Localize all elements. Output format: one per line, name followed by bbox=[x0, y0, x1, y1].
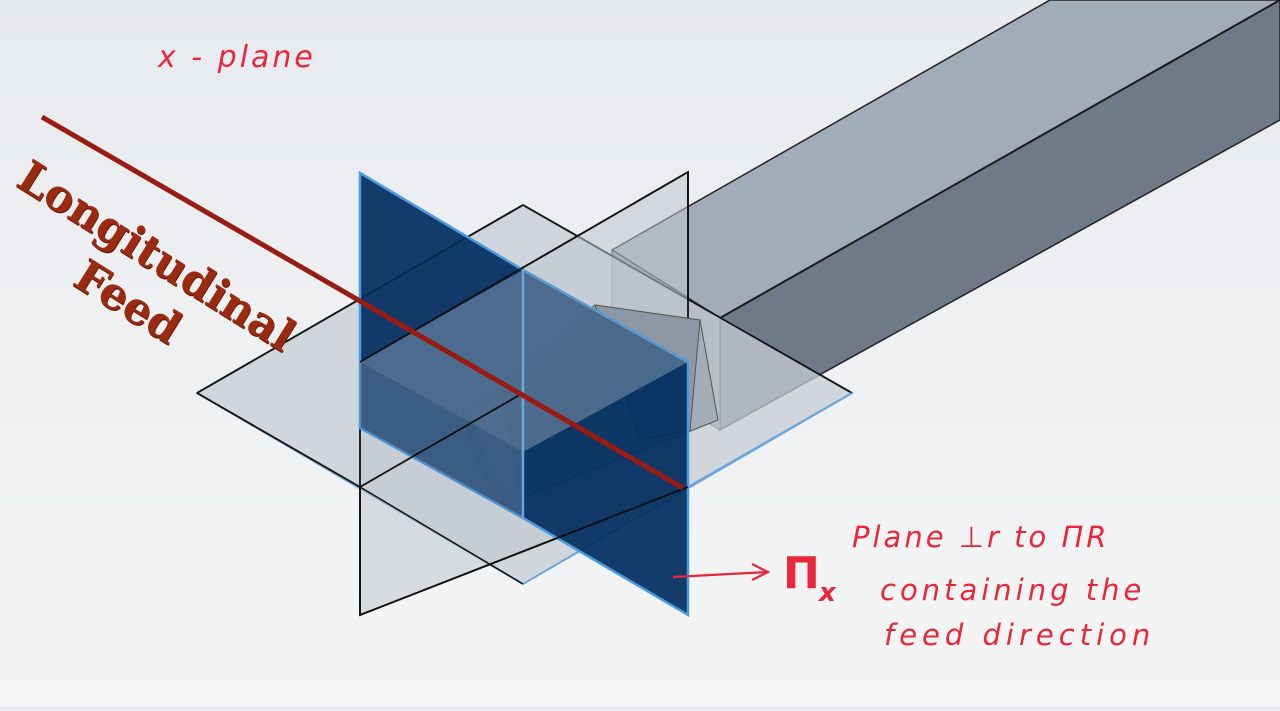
plane-description-line2: containing the bbox=[880, 573, 1146, 607]
plane-description-line3: feed direction bbox=[884, 618, 1156, 652]
feed-direction-line bbox=[40, 114, 685, 491]
plane-description-line1: Plane ⊥r to ΠR bbox=[852, 520, 1110, 554]
x-plane-annotation: x - plane bbox=[158, 40, 316, 75]
pi-subscript: x bbox=[819, 578, 836, 608]
pi-symbol: Π bbox=[783, 548, 820, 599]
arrow-to-plane-icon bbox=[672, 563, 771, 581]
